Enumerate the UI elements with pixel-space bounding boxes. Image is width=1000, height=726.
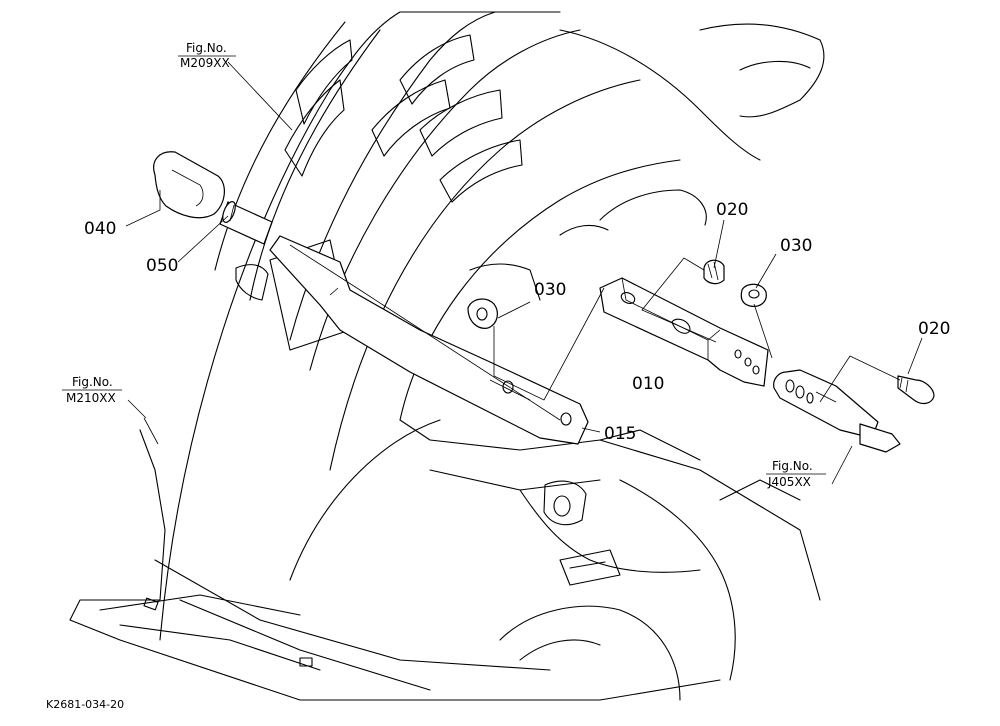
figure-reference-j405: Fig.No. J405XX — [766, 459, 826, 489]
callout-010: 010 — [632, 374, 664, 394]
sleeve-050 — [219, 201, 273, 245]
bolt-020-right — [897, 375, 935, 405]
figref-j405-line1: Fig.No. — [772, 459, 813, 473]
callout-030-right: 030 — [780, 236, 812, 256]
callout-015: 015 — [604, 424, 636, 444]
callout-020-top: 020 — [716, 200, 748, 220]
callout-030-left: 030 — [534, 280, 566, 300]
figure-reference-m210: Fig.No. M210XX — [62, 375, 147, 419]
nut-030-right — [740, 283, 767, 307]
pivot-shaft — [773, 369, 901, 453]
bolt-020-top — [703, 259, 725, 285]
figref-m209-line2: M209XX — [180, 56, 230, 70]
callout-labels: 040 050 030 015 020 030 010 020 — [84, 200, 950, 444]
bracket-010 — [599, 277, 769, 387]
leader-lines — [125, 61, 923, 485]
figref-m210-line1: Fig.No. — [72, 375, 113, 389]
callout-040: 040 — [84, 219, 116, 239]
figref-m210-line2: M210XX — [66, 391, 116, 405]
figref-j405-line2: J405XX — [767, 475, 811, 489]
callout-020-right: 020 — [918, 319, 950, 339]
fender-frame-outline — [69, 11, 825, 701]
callout-050: 050 — [146, 256, 178, 276]
knob-040 — [153, 151, 225, 219]
figref-m209-line1: Fig.No. — [186, 41, 227, 55]
lever-015 — [269, 235, 589, 445]
drawing-number: K2681-034-20 — [46, 698, 124, 711]
figure-reference-m209: Fig.No. M209XX — [178, 41, 236, 70]
nut-030-left — [467, 298, 498, 329]
